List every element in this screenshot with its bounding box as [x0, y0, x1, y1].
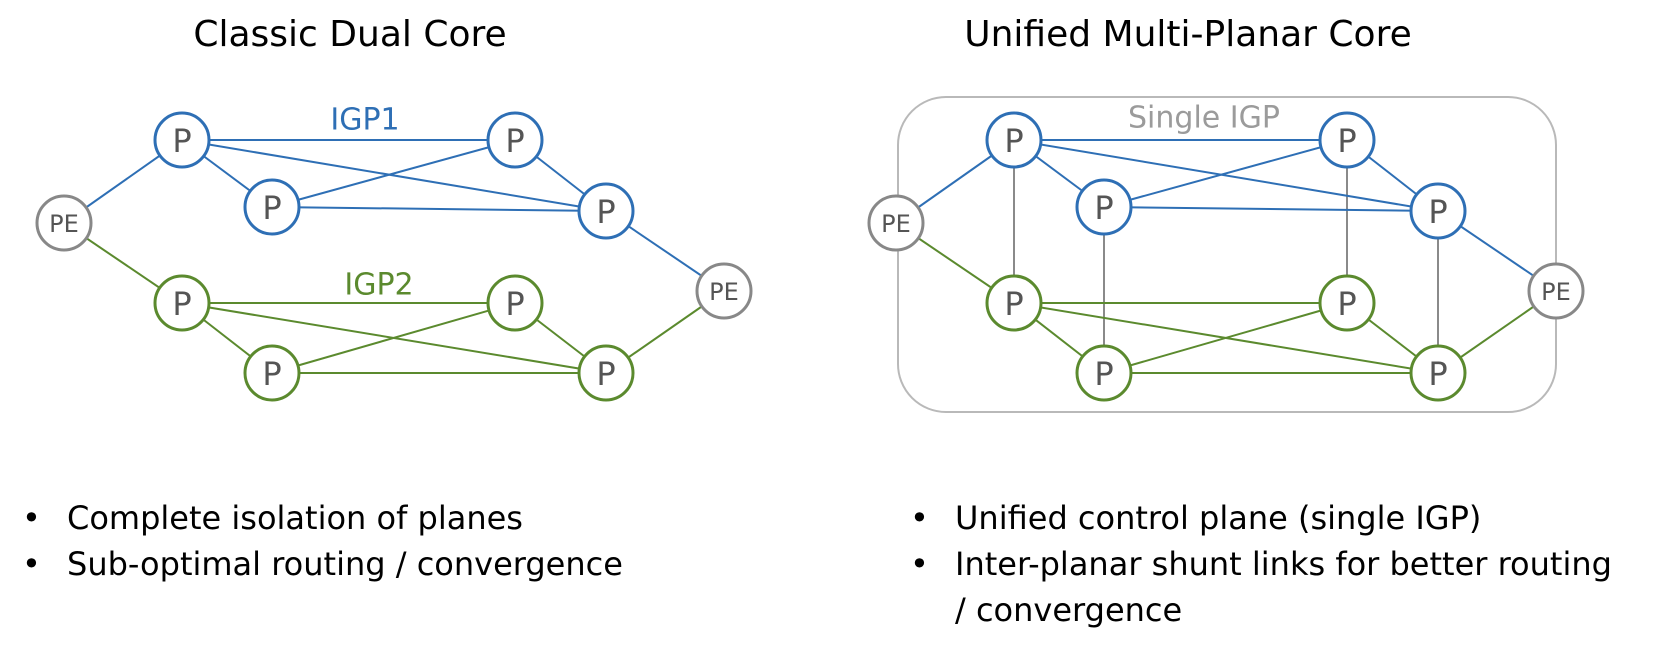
p-router-node: P [1318, 111, 1376, 169]
p-router-node-circle [577, 344, 635, 402]
p-router-node: P [486, 111, 544, 169]
pe-router-node-circle [1527, 262, 1585, 320]
plane1-link [271, 139, 516, 208]
p-router-node-circle [486, 274, 544, 332]
p-router-node-label: P [1004, 122, 1023, 160]
single-igp-label: Single IGP [1128, 101, 1280, 136]
p-router-node: P [1409, 344, 1467, 402]
unified-multi-planar-core-diagram: Single IGP P P P P P P P P PE PE [867, 96, 1585, 413]
p-router-node: P [1075, 178, 1133, 236]
pe-router-node-label: PE [881, 210, 911, 238]
classic-dual-core-title: Classic Dual Core [193, 14, 507, 55]
plane1-link [271, 206, 607, 212]
single-igp-boundary [897, 96, 1557, 413]
p-router-node: P [243, 178, 301, 236]
pe-router-node-circle [867, 194, 925, 252]
p-router-node-label: P [505, 285, 524, 323]
p-router-node-label: P [1094, 189, 1113, 227]
p-router-node: P [577, 344, 635, 402]
unified-core-bullets: Unified control plane (single IGP) Inter… [910, 495, 1630, 633]
p-router-node-label: P [262, 355, 281, 393]
p-router-node: P [985, 111, 1043, 169]
plane1-link [1013, 139, 1439, 212]
pe-router-node: PE [867, 194, 925, 252]
p-router-node-label: P [596, 355, 615, 393]
p-router-node-circle [1075, 178, 1133, 236]
p-router-node: P [153, 274, 211, 332]
p-router-node-circle [1409, 182, 1467, 240]
bullet-item: Sub-optimal routing / convergence [22, 541, 782, 587]
p-router-node-label: P [1428, 355, 1447, 393]
p-router-node-circle [985, 111, 1043, 169]
p-router-node-label: P [172, 122, 191, 160]
plane2-link [1103, 302, 1348, 374]
p-router-node-label: P [505, 122, 524, 160]
p-router-node: P [985, 274, 1043, 332]
pe-router-node: PE [35, 194, 93, 252]
p-router-node-label: P [1428, 193, 1447, 231]
p-router-node: P [577, 182, 635, 240]
p-router-node-label: P [596, 193, 615, 231]
pe-router-node-label: PE [49, 210, 79, 238]
p-router-node-circle [1075, 344, 1133, 402]
pe-router-node-label: PE [709, 278, 739, 306]
plane1-link [1103, 206, 1439, 212]
plane2-link [271, 302, 516, 374]
p-router-node-label: P [1337, 122, 1356, 160]
classic-dual-core-bullets: Complete isolation of planes Sub-optimal… [22, 495, 782, 587]
p-router-node-circle [985, 274, 1043, 332]
p-router-node-circle [153, 274, 211, 332]
p-router-node-label: P [1004, 285, 1023, 323]
plane1-link [1103, 139, 1348, 208]
plane1-link [181, 139, 607, 212]
p-router-node-label: P [172, 285, 191, 323]
p-router-node-circle [486, 111, 544, 169]
p-router-node-circle [243, 344, 301, 402]
bullet-item: Inter-planar shunt links for better rout… [910, 541, 1630, 633]
p-router-node-circle [1409, 344, 1467, 402]
p-router-node: P [243, 344, 301, 402]
p-router-node-circle [1318, 111, 1376, 169]
p-router-node-label: P [1337, 285, 1356, 323]
p-router-node-circle [153, 111, 211, 169]
bullet-item: Unified control plane (single IGP) [910, 495, 1630, 541]
pe-router-node: PE [695, 262, 753, 320]
p-router-node: P [1409, 182, 1467, 240]
p-router-node-label: P [262, 189, 281, 227]
pe-router-node-circle [695, 262, 753, 320]
pe-router-node: PE [1527, 262, 1585, 320]
p-router-node-circle [243, 178, 301, 236]
bullet-item: Complete isolation of planes [22, 495, 782, 541]
pe-router-node-label: PE [1541, 278, 1571, 306]
p-router-node: P [1075, 344, 1133, 402]
unified-multi-planar-core-title: Unified Multi-Planar Core [964, 14, 1412, 55]
p-router-node: P [486, 274, 544, 332]
p-router-node: P [1318, 274, 1376, 332]
igp1-label: IGP1 [330, 103, 399, 138]
p-router-node: P [153, 111, 211, 169]
p-router-node-circle [1318, 274, 1376, 332]
pe-router-node-circle [35, 194, 93, 252]
p-router-node-circle [577, 182, 635, 240]
p-router-node-label: P [1094, 355, 1113, 393]
igp2-label: IGP2 [344, 268, 413, 303]
